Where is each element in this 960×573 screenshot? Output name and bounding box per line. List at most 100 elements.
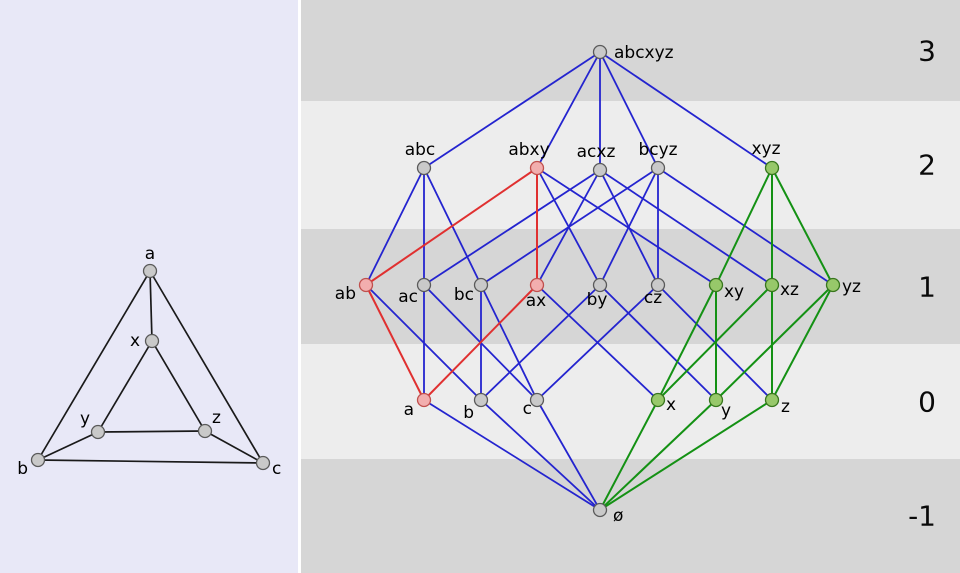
graph-edge-Lx-Lz bbox=[151, 340, 206, 432]
graph-edge-Lx-Ly bbox=[97, 340, 153, 433]
lattice-node-abc[interactable] bbox=[416, 160, 432, 176]
graph-node-label-Lc: c bbox=[272, 459, 281, 479]
level-band-label-1: 1 bbox=[918, 270, 936, 303]
lattice-edge-xy-x bbox=[657, 284, 717, 401]
lattice-edge-abcxyz-xyz bbox=[599, 51, 773, 169]
lattice-node-label-abcxyz: abcxyz bbox=[614, 43, 674, 63]
graph-node-Ly[interactable] bbox=[90, 424, 106, 440]
lattice-edge-x-empty bbox=[599, 399, 659, 511]
graph-edge-La-Lb bbox=[37, 270, 151, 461]
lattice-node-abcxyz[interactable] bbox=[592, 44, 608, 60]
graph-node-Lc[interactable] bbox=[255, 455, 271, 471]
graph-node-label-La: a bbox=[145, 244, 155, 264]
graph-node-Lz[interactable] bbox=[197, 423, 213, 439]
lattice-edge-yz-z bbox=[771, 284, 834, 401]
level-band-label--1: -1 bbox=[908, 499, 936, 533]
lattice-node-xy[interactable] bbox=[708, 277, 724, 293]
graph-node-Lx[interactable] bbox=[144, 333, 160, 349]
lattice-edge-acxz-ac bbox=[423, 169, 601, 286]
graph-node-label-Lx: x bbox=[130, 331, 140, 351]
graph-node-La[interactable] bbox=[142, 263, 158, 279]
lattice-edge-xyz-yz bbox=[771, 167, 834, 286]
lattice-node-label-xz: xz bbox=[780, 280, 799, 300]
lattice-node-label-xy: xy bbox=[724, 282, 744, 302]
graph-node-label-Ly: y bbox=[80, 409, 90, 429]
lattice-edge-xz-x bbox=[657, 284, 773, 401]
graph-node-label-Lb: b bbox=[17, 459, 28, 479]
lattice-node-xz[interactable] bbox=[764, 277, 780, 293]
level-band-label-0: 0 bbox=[918, 385, 936, 418]
lattice-node-label-by: by bbox=[587, 290, 608, 310]
lattice-node-label-empty: ø bbox=[613, 506, 623, 526]
lattice-node-b[interactable] bbox=[473, 392, 489, 408]
lattice-edge-y-empty bbox=[599, 399, 717, 511]
graph-edge-Ly-Lz bbox=[97, 430, 206, 433]
lattice-edge-xyz-xy bbox=[715, 167, 773, 286]
lattice-edge-acxz-xz bbox=[599, 169, 773, 286]
lattice-edge-by-b bbox=[480, 284, 601, 401]
lattice-node-abxy[interactable] bbox=[529, 160, 545, 176]
lattice-edge-abxy-xy bbox=[536, 167, 717, 286]
lattice-node-yz[interactable] bbox=[825, 277, 841, 293]
lattice-node-acxz[interactable] bbox=[592, 162, 608, 178]
lattice-edge-yz-y bbox=[715, 284, 834, 401]
lattice-node-label-abxy: abxy bbox=[508, 140, 549, 160]
lattice-edge-c-empty bbox=[536, 399, 601, 511]
lattice-edge-z-empty bbox=[599, 399, 773, 511]
lattice-node-label-abc: abc bbox=[405, 140, 436, 160]
level-band-1: 1 bbox=[301, 229, 960, 344]
lattice-node-label-b: b bbox=[463, 403, 474, 423]
lattice-node-y[interactable] bbox=[708, 392, 724, 408]
lattice-node-cz[interactable] bbox=[650, 277, 666, 293]
graph-edge-Lc-Lz bbox=[204, 430, 264, 464]
lattice-node-bcyz[interactable] bbox=[650, 160, 666, 176]
level-band-label-2: 2 bbox=[918, 148, 936, 182]
lattice-node-label-ax: ax bbox=[526, 291, 546, 311]
lattice-node-xyz[interactable] bbox=[764, 160, 780, 176]
lattice-node-x[interactable] bbox=[650, 392, 666, 408]
graph-panel bbox=[0, 0, 298, 573]
lattice-edge-b-empty bbox=[480, 399, 601, 511]
lattice-edge-cz-c bbox=[536, 284, 659, 401]
lattice-edge-bcyz-yz bbox=[657, 167, 834, 286]
lattice-node-label-c: c bbox=[523, 399, 532, 419]
graph-node-Lb[interactable] bbox=[30, 452, 46, 468]
level-band-label-3: 3 bbox=[918, 34, 936, 67]
lattice-node-z[interactable] bbox=[764, 392, 780, 408]
lattice-edge-abcxyz-abc bbox=[423, 51, 601, 169]
lattice-node-bc[interactable] bbox=[473, 277, 489, 293]
level-band-3: 3 bbox=[301, 0, 960, 101]
graph-edge-Lb-Ly bbox=[37, 431, 99, 461]
level-band-0: 0 bbox=[301, 344, 960, 459]
lattice-node-a[interactable] bbox=[416, 392, 432, 408]
level-band--1: -1 bbox=[301, 459, 960, 573]
graph-edge-La-Lx bbox=[149, 270, 153, 342]
graph-node-label-Lz: z bbox=[212, 408, 221, 428]
lattice-node-label-z: z bbox=[781, 397, 790, 417]
lattice-node-empty[interactable] bbox=[592, 502, 608, 518]
lattice-edge-ab-a bbox=[365, 284, 425, 401]
lattice-panel: 3 2 1 0 -1 bbox=[301, 0, 960, 573]
lattice-node-ac[interactable] bbox=[416, 277, 432, 293]
lattice-edge-bc-c bbox=[480, 284, 538, 401]
lattice-edge-by-y bbox=[599, 284, 717, 401]
lattice-edge-a-empty bbox=[423, 399, 601, 511]
lattice-node-by[interactable] bbox=[592, 277, 608, 293]
lattice-node-label-y: y bbox=[721, 401, 731, 421]
lattice-node-ab[interactable] bbox=[358, 277, 374, 293]
lattice-edge-ax-a bbox=[423, 284, 538, 401]
lattice-node-label-ac: ac bbox=[398, 287, 418, 307]
lattice-node-ax[interactable] bbox=[529, 277, 545, 293]
lattice-node-label-x: x bbox=[666, 395, 676, 415]
lattice-node-label-bc: bc bbox=[454, 285, 474, 305]
lattice-edge-abxy-ab bbox=[365, 167, 538, 286]
level-band-2: 2 bbox=[301, 101, 960, 229]
lattice-node-label-bcyz: bcyz bbox=[638, 140, 677, 160]
lattice-node-label-xyz: xyz bbox=[751, 139, 780, 159]
graph-edge-Lb-Lc bbox=[37, 459, 264, 464]
lattice-edge-bcyz-bc bbox=[480, 167, 659, 286]
lattice-node-c[interactable] bbox=[529, 392, 545, 408]
lattice-edge-abc-ab bbox=[365, 167, 425, 286]
lattice-edge-bcyz-by bbox=[599, 167, 659, 286]
